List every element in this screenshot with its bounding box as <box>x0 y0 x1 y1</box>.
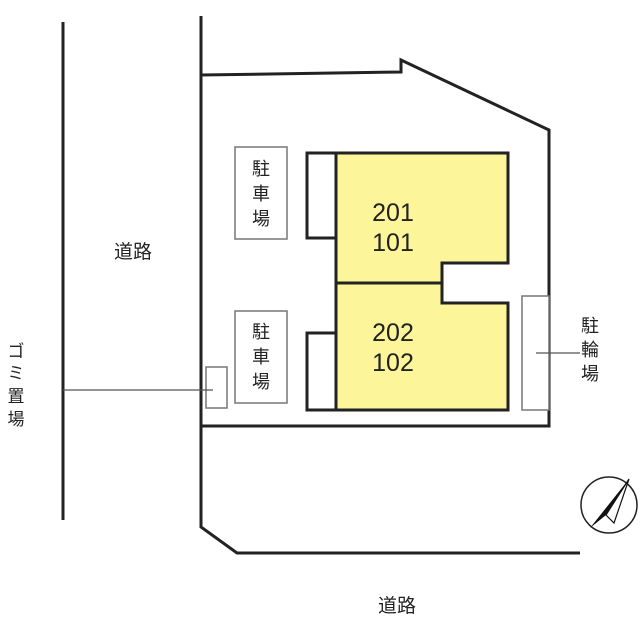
svg-text:輪: 輪 <box>581 340 599 361</box>
unit-number-201: 201 <box>372 199 414 227</box>
balcony-lower <box>305 331 338 412</box>
svg-text:車: 車 <box>252 184 270 205</box>
road-bottom-label: 道路 <box>378 595 416 617</box>
parking-label-bottom: 駐 車 場 <box>252 322 270 393</box>
svg-text:ミ: ミ <box>8 364 25 384</box>
unit-number-101: 101 <box>372 229 414 257</box>
svg-text:ゴ: ゴ <box>8 341 25 362</box>
svg-text:場: 場 <box>252 209 270 230</box>
parking-label-top: 駐 車 場 <box>252 159 270 230</box>
svg-text:場: 場 <box>581 364 599 385</box>
svg-text:駐: 駐 <box>252 322 270 343</box>
svg-text:場: 場 <box>252 372 270 393</box>
road-left-label: 道路 <box>114 241 152 263</box>
garbage-label: ゴ ミ 置 場 <box>8 341 25 430</box>
bicycle-label: 駐 輪 場 <box>581 316 599 385</box>
svg-text:駐: 駐 <box>581 316 599 337</box>
parking-box-bottom <box>234 310 288 404</box>
property-boundary <box>199 16 551 428</box>
svg-text:置: 置 <box>8 387 25 407</box>
unit-number-202: 202 <box>372 319 414 347</box>
balcony-upper <box>305 151 338 240</box>
svg-text:駐: 駐 <box>252 159 270 180</box>
unit-block-lower <box>334 281 510 412</box>
svg-text:車: 車 <box>252 347 270 368</box>
svg-text:場: 場 <box>8 410 25 430</box>
garbage-box <box>205 366 228 409</box>
north-arrow-icon <box>580 476 638 534</box>
road-bottom-line <box>199 426 580 555</box>
unit-number-102: 102 <box>372 349 414 377</box>
parking-box-top <box>234 146 288 240</box>
unit-block-upper <box>334 151 510 285</box>
